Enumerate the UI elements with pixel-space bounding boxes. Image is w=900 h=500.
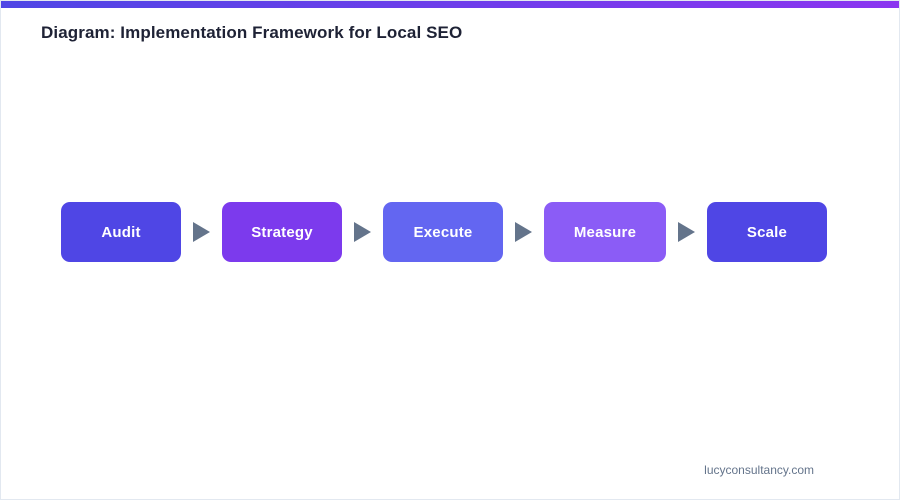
process-flow-diagram: Audit Strategy Execute Measure Scale — [61, 202, 827, 262]
flow-arrow-icon-1 — [181, 202, 222, 262]
flow-node-measure[interactable]: Measure — [544, 202, 666, 262]
flow-node-execute[interactable]: Execute — [383, 202, 503, 262]
flow-node-label: Scale — [746, 223, 788, 241]
flow-node-label: Execute — [413, 223, 473, 241]
triangle-right-icon — [193, 222, 210, 242]
page-title: Diagram: Implementation Framework for Lo… — [41, 23, 463, 42]
top-accent-bar — [1, 1, 899, 8]
flow-node-label: Strategy — [251, 223, 313, 241]
triangle-right-icon — [515, 222, 532, 242]
flow-node-audit[interactable]: Audit — [61, 202, 181, 262]
triangle-right-icon — [678, 222, 695, 242]
flow-arrow-icon-2 — [342, 202, 383, 262]
triangle-right-icon — [354, 222, 371, 242]
flow-node-label: Measure — [573, 223, 637, 241]
flow-node-label: Audit — [101, 223, 141, 241]
footer-domain: lucyconsultancy.com — [704, 463, 814, 477]
flow-node-scale[interactable]: Scale — [707, 202, 827, 262]
flow-arrow-icon-4 — [666, 202, 707, 262]
flow-node-strategy[interactable]: Strategy — [222, 202, 342, 262]
flow-arrow-icon-3 — [503, 202, 544, 262]
